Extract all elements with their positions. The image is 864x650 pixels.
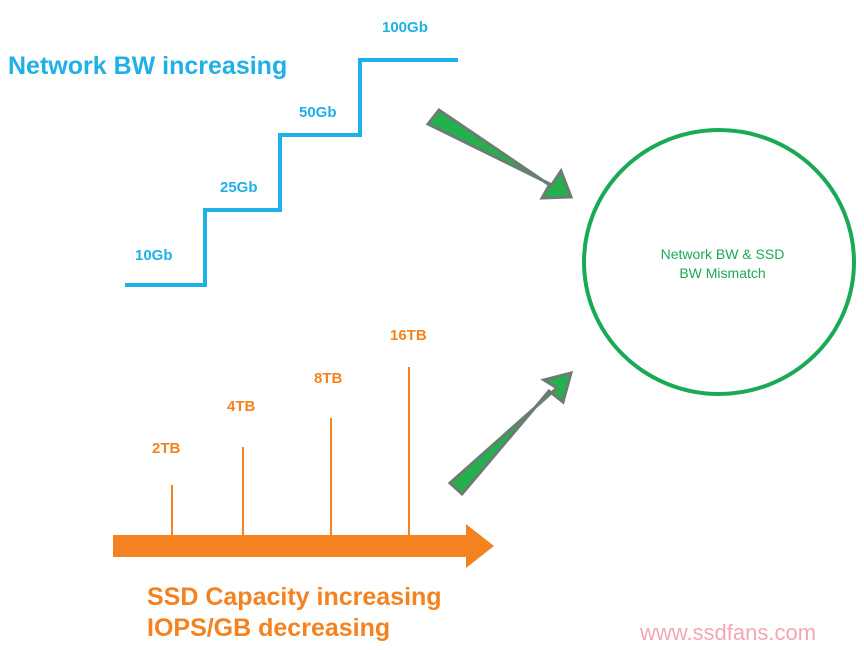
mismatch-label-line2: BW Mismatch <box>679 265 766 281</box>
capacity-arrow <box>113 524 494 568</box>
watermark: www.ssdfans.com <box>640 620 817 645</box>
step-label-25gb: 25Gb <box>220 179 258 196</box>
capacity-label-2tb: 2TB <box>152 440 181 457</box>
step-label-10gb: 10Gb <box>135 247 173 264</box>
mismatch-label: Network BW & SSD BW Mismatch <box>620 245 825 283</box>
ssd-title-line2: IOPS/GB decreasing <box>147 614 391 642</box>
network-title: Network BW increasing <box>8 52 288 80</box>
capacity-label-16tb: 16TB <box>390 327 427 344</box>
network-to-mismatch-arrow <box>425 107 574 200</box>
ssd-title-line1: SSD Capacity increasing <box>147 583 442 611</box>
step-label-100gb: 100Gb <box>382 19 428 36</box>
ssd-title: SSD Capacity increasing IOPS/GB decreasi… <box>147 582 442 644</box>
step-label-50gb: 50Gb <box>299 104 337 121</box>
capacity-label-4tb: 4TB <box>227 398 256 415</box>
network-staircase <box>125 58 458 287</box>
mismatch-circle <box>582 128 856 396</box>
mismatch-label-line1: Network BW & SSD <box>660 246 785 262</box>
capacity-label-8tb: 8TB <box>314 370 343 387</box>
capacity-to-mismatch-arrow <box>447 370 574 497</box>
